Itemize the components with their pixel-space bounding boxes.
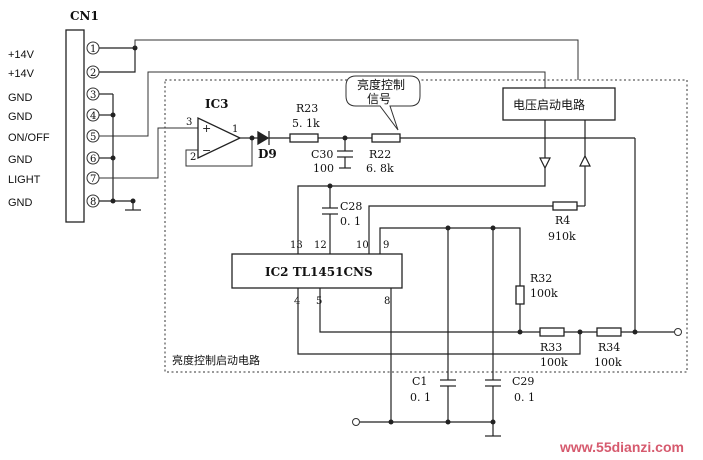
svg-text:R34: R34 (598, 341, 620, 354)
svg-text:R32: R32 (530, 272, 552, 285)
resistor-r32[interactable]: R32 100k (515, 272, 558, 305)
svg-text:C1: C1 (412, 375, 427, 388)
resistor-r23[interactable]: R23 5. 1k (289, 102, 320, 143)
svg-text:C30: C30 (311, 148, 333, 161)
svg-text:13: 13 (290, 240, 303, 251)
bottom-ground-line (352, 418, 501, 437)
ground-terminal[interactable] (352, 418, 360, 426)
svg-text:3: 3 (186, 117, 192, 128)
svg-text:100k: 100k (594, 356, 622, 369)
svg-text:0. 1: 0. 1 (340, 215, 361, 228)
svg-text:7: 7 (90, 174, 96, 185)
watermark-text: www.55dianzi.com (559, 439, 684, 455)
resistor-r22[interactable]: R22 6. 8k (366, 133, 401, 175)
svg-text:信号: 信号 (367, 92, 391, 106)
capacitor-c1[interactable]: C1 0. 1 (410, 375, 456, 422)
ic2-tl1451[interactable]: IC2 TL1451CNS 13 12 10 9 4 5 8 (231, 240, 403, 307)
svg-text:+14V: +14V (8, 68, 35, 80)
diode-d9[interactable]: D9 (257, 130, 277, 161)
ic3-opamp[interactable]: IC3 + − 3 2 1 (185, 97, 253, 167)
resistor-r34[interactable]: R34 100k (594, 327, 622, 369)
svg-text:8: 8 (90, 197, 96, 208)
svg-text:0. 1: 0. 1 (410, 391, 431, 404)
svg-text:R23: R23 (296, 102, 318, 115)
resistor-r4[interactable]: R4 910k (548, 201, 578, 243)
svg-text:+14V: +14V (8, 49, 35, 61)
svg-text:100: 100 (313, 162, 334, 175)
region-label: 亮度控制启动电路 (172, 353, 260, 367)
svg-text:0. 1: 0. 1 (514, 391, 535, 404)
svg-text:GND: GND (8, 111, 33, 123)
svg-text:4: 4 (90, 111, 96, 122)
svg-text:5: 5 (90, 132, 96, 143)
svg-text:6. 8k: 6. 8k (366, 162, 394, 175)
svg-text:4: 4 (294, 296, 300, 307)
connector-name: CN1 (70, 9, 99, 23)
supply-wires (99, 39, 579, 137)
svg-text:ON/OFF: ON/OFF (8, 132, 50, 144)
svg-text:1: 1 (90, 44, 96, 55)
svg-text:C29: C29 (512, 375, 534, 388)
svg-text:GND: GND (8, 197, 33, 209)
voltage-start-circuit-block[interactable]: 电压启动电路 (502, 87, 616, 121)
svg-text:3: 3 (90, 90, 96, 101)
connector-pin-8[interactable]: GND 8 (8, 194, 100, 209)
connector-pin-1[interactable]: +14V 1 (8, 41, 100, 61)
svg-text:2: 2 (90, 68, 96, 79)
capacitor-c30[interactable]: C30 100 (311, 138, 353, 175)
ic2-bottom-wiring: R32 100k R33 100k R34 100k (297, 272, 682, 425)
svg-text:100k: 100k (540, 356, 568, 369)
brightness-start-circuit-region (164, 79, 688, 373)
svg-text:D9: D9 (258, 147, 277, 161)
connector-pins: +14V 1 +14V 2 GND 3 GND 4 ON/OFF 5 GND 6… (8, 41, 100, 209)
svg-text:10: 10 (356, 240, 369, 251)
connector-pin-7[interactable]: LIGHT 7 (8, 171, 100, 186)
arrow-down-icon (539, 120, 551, 176)
resistor-r33[interactable]: R33 100k (539, 327, 568, 369)
svg-text:GND: GND (8, 154, 33, 166)
svg-text:R33: R33 (540, 341, 562, 354)
svg-text:910k: 910k (548, 230, 576, 243)
svg-text:9: 9 (383, 240, 389, 251)
svg-text:5: 5 (316, 296, 322, 307)
svg-text:电压启动电路: 电压启动电路 (513, 97, 585, 112)
svg-text:亮度控制: 亮度控制 (357, 77, 405, 92)
connector-pin-4[interactable]: GND 4 (8, 108, 100, 123)
svg-text:5. 1k: 5. 1k (292, 117, 320, 130)
brightness-signal-path: D9 R23 5. 1k C30 100 R22 6. 8k (240, 102, 636, 332)
connector-pin-5[interactable]: ON/OFF 5 (8, 129, 100, 144)
capacitor-c29[interactable]: C29 0. 1 (485, 225, 535, 423)
connector-pin-2[interactable]: +14V 2 (8, 65, 100, 80)
output-terminal[interactable] (674, 328, 682, 336)
connector-body (65, 29, 85, 223)
svg-text:8: 8 (384, 296, 390, 307)
svg-text:R4: R4 (555, 214, 570, 227)
svg-text:100k: 100k (530, 287, 558, 300)
svg-text:GND: GND (8, 92, 33, 104)
svg-text:IC3: IC3 (205, 97, 229, 111)
arrow-up-icon (579, 120, 591, 206)
svg-text:LIGHT: LIGHT (8, 174, 41, 186)
svg-text:2: 2 (190, 152, 196, 163)
ic2-top-wiring: C28 0. 1 R4 910k (297, 176, 585, 380)
svg-text:6: 6 (90, 154, 96, 165)
capacitor-c28[interactable]: C28 0. 1 (322, 186, 362, 254)
svg-text:IC2 TL1451CNS: IC2 TL1451CNS (265, 265, 373, 279)
connector-pin-6[interactable]: GND 6 (8, 151, 100, 166)
svg-text:R22: R22 (369, 148, 391, 161)
light-signal-wire (99, 127, 198, 179)
svg-text:+: + (202, 122, 211, 135)
svg-text:1: 1 (232, 124, 238, 135)
ground-bus (99, 93, 141, 211)
brightness-signal-callout: 亮度控制 信号 (345, 75, 421, 131)
svg-text:12: 12 (314, 240, 327, 251)
svg-text:−: − (202, 144, 211, 157)
connector-pin-3[interactable]: GND 3 (8, 87, 100, 104)
svg-text:C28: C28 (340, 200, 362, 213)
